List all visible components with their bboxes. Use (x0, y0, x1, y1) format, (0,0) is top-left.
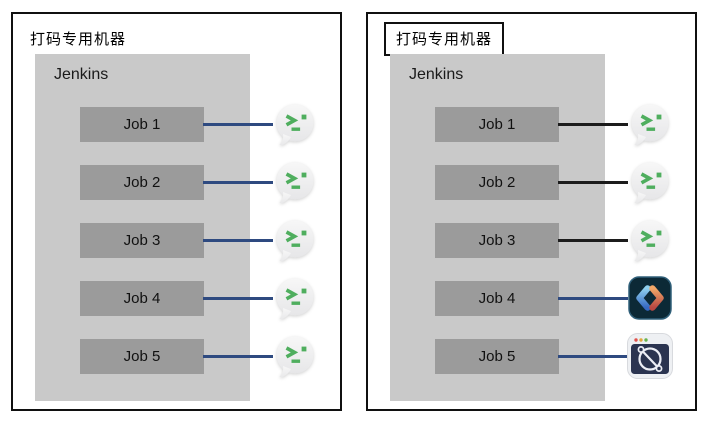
terminal-chat-icon (274, 277, 316, 319)
terminal-chat-icon (629, 219, 671, 261)
connector-line (203, 355, 273, 358)
code-brackets-app-icon (628, 276, 672, 320)
job-box: Job 4 (80, 281, 204, 316)
connector-line (558, 123, 628, 126)
connector-line (558, 181, 628, 184)
job-box: Job 4 (435, 281, 559, 316)
connector-line (203, 239, 273, 242)
terminal-chat-icon (629, 161, 671, 203)
connector-line (558, 239, 628, 242)
connector-line (203, 123, 273, 126)
job-box: Job 5 (435, 339, 559, 374)
jenkins-label: Jenkins (409, 66, 464, 83)
terminal-chat-icon (274, 103, 316, 145)
machine-panel-left: 打码专用机器 Jenkins Job 1 Job 2 Job 3 Job 4 J… (11, 12, 342, 411)
jenkins-server-box: Jenkins Job 1 Job 2 Job 3 Job 4 Job 5 (390, 54, 605, 401)
orbit-browser-app-icon (627, 333, 673, 379)
connector-line (203, 181, 273, 184)
terminal-chat-icon (629, 103, 671, 145)
connector-line (558, 297, 628, 300)
machine-title: 打码专用机器 (30, 31, 127, 48)
connector-line (203, 297, 273, 300)
job-box: Job 5 (80, 339, 204, 374)
connector-line (558, 355, 628, 358)
jenkins-server-box: Jenkins Job 1 Job 2 Job 3 Job 4 Job 5 (35, 54, 250, 401)
job-box: Job 1 (435, 107, 559, 142)
jenkins-label: Jenkins (54, 66, 109, 83)
machine-panel-right: 打码专用机器 Jenkins Job 1 Job 2 Job 3 Job 4 J… (366, 12, 697, 411)
job-box: Job 2 (80, 165, 204, 200)
job-box: Job 3 (435, 223, 559, 258)
terminal-chat-icon (274, 161, 316, 203)
machine-title: 打码专用机器 (384, 22, 505, 56)
terminal-chat-icon (274, 335, 316, 377)
job-box: Job 1 (80, 107, 204, 142)
job-box: Job 2 (435, 165, 559, 200)
terminal-chat-icon (274, 219, 316, 261)
job-box: Job 3 (80, 223, 204, 258)
